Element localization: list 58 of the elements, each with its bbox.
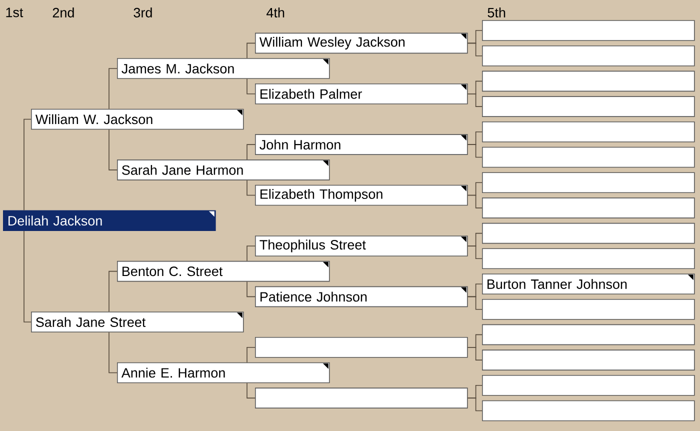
person-box: Elizabeth Thompson — [255, 184, 468, 206]
connector-line — [246, 180, 256, 196]
connector-line — [246, 281, 256, 298]
connector-line — [108, 68, 118, 110]
person-box: Annie E. Harmon — [117, 362, 330, 384]
connector-line — [467, 246, 482, 260]
blank-box — [482, 222, 695, 244]
blank-box — [482, 350, 695, 370]
column-heading: 1st — [6, 8, 24, 18]
blank-box — [482, 45, 695, 66]
person-box: James M. Jackson — [117, 58, 330, 79]
connector-line — [24, 230, 32, 322]
person-box: William Wesley Jackson — [255, 32, 468, 54]
person-box: William W. Jackson — [31, 108, 244, 130]
column-heading: 5th — [488, 8, 506, 18]
person-box: Theophilus Street — [255, 236, 468, 256]
connector-line — [467, 194, 482, 208]
blank-box — [482, 172, 695, 193]
blank-box — [482, 324, 695, 346]
connector-line — [246, 42, 256, 59]
person-box: Delilah Jackson — [3, 210, 216, 232]
column-heading: 3rd — [134, 8, 152, 18]
connector-line — [108, 270, 118, 312]
column-heading: 4th — [266, 8, 284, 18]
connector-line — [467, 296, 482, 310]
connector-line — [246, 78, 256, 94]
connector-line — [467, 42, 482, 56]
blank-box — [482, 400, 695, 422]
connector-line — [467, 144, 482, 158]
connector-line — [108, 129, 118, 170]
connector-line — [467, 93, 482, 107]
person-box: John Harmon — [255, 134, 468, 155]
person-box: Patience Johnson — [255, 286, 468, 308]
person-box: Sarah Jane Street — [31, 312, 244, 332]
blank-box — [482, 70, 695, 92]
blank-box — [482, 122, 695, 142]
blank-box — [255, 336, 468, 358]
column-heading: 2nd — [52, 8, 74, 18]
person-box: Elizabeth Palmer — [255, 83, 468, 104]
connector-line — [467, 346, 482, 360]
blank-box — [482, 248, 695, 270]
connector-line — [246, 246, 256, 262]
connector-line — [246, 144, 256, 160]
blank-box — [482, 146, 695, 168]
person-box: Benton C. Street — [117, 260, 330, 282]
connector-line — [108, 332, 118, 374]
blank-box — [482, 20, 695, 41]
person-box: Burton Tanner Johnson — [482, 274, 695, 294]
connector-line — [246, 346, 256, 363]
blank-box — [255, 388, 468, 408]
blank-box — [482, 96, 695, 117]
connector-line — [24, 118, 32, 211]
blank-box — [482, 198, 695, 218]
connector-line — [467, 398, 482, 412]
blank-box — [482, 298, 695, 320]
blank-box — [482, 375, 695, 396]
connector-line — [246, 382, 256, 398]
person-box: Sarah Jane Harmon — [117, 160, 330, 180]
